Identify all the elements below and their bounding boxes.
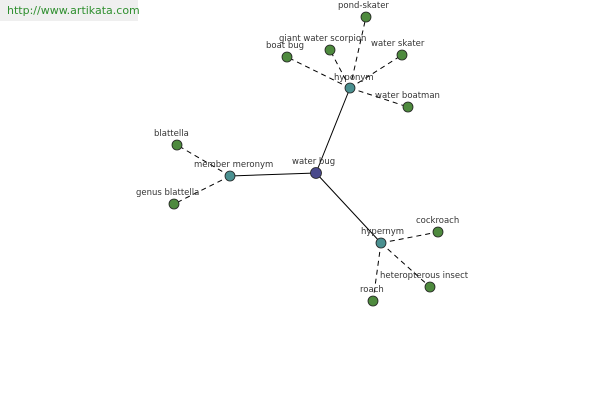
label-water-boatman[interactable]: water boatman bbox=[375, 91, 440, 101]
node-genus-blattella[interactable] bbox=[168, 198, 180, 210]
label-genus-blattella[interactable]: genus blattella bbox=[136, 188, 199, 198]
node-heteropterous-insect[interactable] bbox=[424, 281, 436, 293]
edge-pond-skater bbox=[349, 16, 367, 89]
node-giant-water-scorpion[interactable] bbox=[324, 44, 336, 56]
site-url[interactable]: http://www.artikata.com bbox=[0, 0, 140, 21]
edge-giant-water-scorpion bbox=[329, 49, 351, 89]
label-heteropterous-insect[interactable]: heteropterous insect bbox=[380, 271, 469, 281]
label-cockroach[interactable]: cockroach bbox=[416, 216, 459, 226]
node-roach[interactable] bbox=[367, 295, 379, 307]
graph-labels: water bug hyponym pond-skater giant water s… bbox=[136, 1, 469, 295]
label-center[interactable]: water bug bbox=[292, 157, 335, 167]
node-hypernym[interactable] bbox=[375, 237, 387, 249]
node-member-meronym[interactable] bbox=[224, 170, 236, 182]
node-pond-skater[interactable] bbox=[360, 11, 372, 23]
edge-water-skater bbox=[349, 54, 403, 89]
label-roach[interactable]: roach bbox=[360, 285, 384, 295]
edge-hyponym bbox=[315, 87, 351, 174]
graph-nodes bbox=[168, 11, 444, 307]
node-blattella[interactable] bbox=[171, 139, 183, 151]
node-center[interactable] bbox=[310, 167, 322, 179]
label-boat-bug[interactable]: boat bug bbox=[266, 41, 304, 51]
edge-genus-blattella bbox=[173, 175, 231, 205]
edge-blattella bbox=[176, 144, 231, 177]
edge-hypernym bbox=[315, 172, 382, 244]
edge-cockroach bbox=[380, 231, 439, 244]
graph-edges bbox=[173, 16, 439, 302]
label-member-meronym[interactable]: member meronym bbox=[194, 160, 273, 170]
label-pond-skater[interactable]: pond-skater bbox=[338, 1, 389, 11]
label-giant-water-scorpion[interactable]: giant water scorpion bbox=[279, 34, 366, 44]
label-water-skater[interactable]: water skater bbox=[371, 39, 425, 49]
edge-boat-bug bbox=[286, 56, 351, 89]
label-blattella[interactable]: blattella bbox=[154, 129, 189, 139]
edge-roach bbox=[372, 242, 382, 302]
edge-heteropterous-insect bbox=[380, 242, 431, 288]
label-hypernym[interactable]: hypernym bbox=[361, 227, 404, 237]
edge-member-meronym bbox=[229, 172, 317, 177]
node-water-boatman[interactable] bbox=[402, 101, 414, 113]
edge-water-boatman bbox=[349, 87, 409, 108]
node-hyponym[interactable] bbox=[344, 82, 356, 94]
node-water-skater[interactable] bbox=[396, 49, 408, 61]
node-cockroach[interactable] bbox=[432, 226, 444, 238]
node-boat-bug[interactable] bbox=[281, 51, 293, 63]
label-hyponym[interactable]: hyponym bbox=[334, 73, 374, 83]
